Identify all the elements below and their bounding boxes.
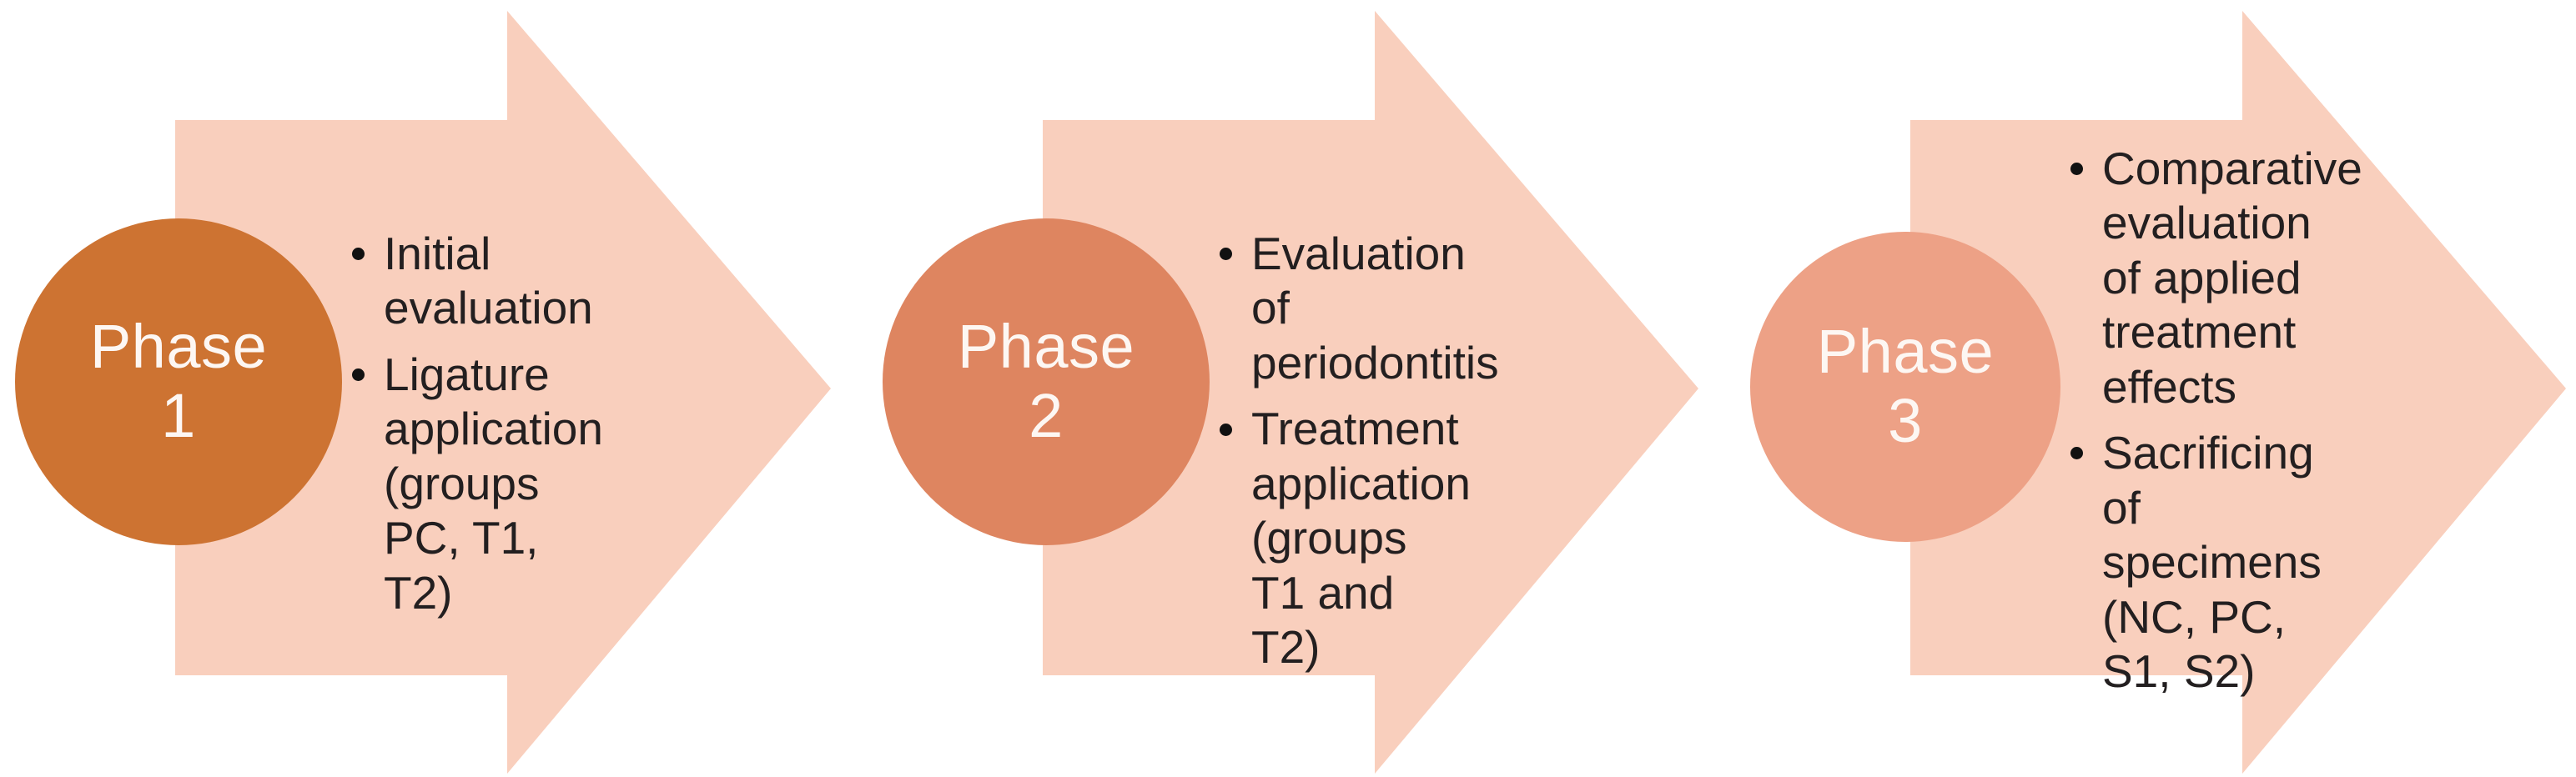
phase-group-1: Phase 1 Initial evaluation Ligature appl… bbox=[0, 0, 868, 777]
phase-3-bullet-list: Comparative evaluation of applied treatm… bbox=[2069, 142, 2362, 699]
phase-circle-2[interactable]: Phase 2 bbox=[883, 218, 1210, 545]
phase-2-bullet-0: Evaluation of periodontitis bbox=[1251, 228, 1499, 388]
phase-group-2: Phase 2 Evaluation of periodontitis Trea… bbox=[868, 0, 1735, 777]
phase-1-bullet-1: Ligature application (groups PC, T1, T2) bbox=[384, 348, 603, 619]
bullet-icon bbox=[1220, 423, 1232, 436]
arrow-shape-3 bbox=[1910, 11, 2566, 774]
phase-circle-2-word: Phase bbox=[957, 312, 1135, 382]
phase-circle-1-word: Phase bbox=[89, 312, 268, 382]
list-item: Comparative evaluation of applied treatm… bbox=[2069, 142, 2362, 414]
phase-3-bullet-0: Comparative evaluation of applied treatm… bbox=[2102, 143, 2362, 413]
list-item: Sacrificing of specimens (NC, PC, S1, S2… bbox=[2069, 426, 2327, 699]
phase-circle-2-number: 2 bbox=[1029, 381, 1064, 450]
phase-circle-3-word: Phase bbox=[1816, 317, 1995, 387]
phase-2-bullet-list: Evaluation of periodontitis Treatment ap… bbox=[1218, 227, 1499, 675]
phase-1-bullet-0: Initial evaluation bbox=[384, 228, 593, 334]
phase-3-bullet-1: Sacrificing of specimens (NC, PC, S1, S2… bbox=[2102, 427, 2322, 697]
list-item: Initial evaluation bbox=[350, 227, 593, 336]
phase-2-bullet-1: Treatment application (groups T1 and T2) bbox=[1251, 403, 1471, 674]
list-item: Evaluation of periodontitis bbox=[1218, 227, 1499, 390]
phase-circle-3-number: 3 bbox=[1888, 386, 1923, 455]
list-item: Ligature application (groups PC, T1, T2) bbox=[350, 348, 603, 620]
phase-circle-3[interactable]: Phase 3 bbox=[1750, 232, 2060, 542]
bullet-icon bbox=[1220, 248, 1232, 261]
phase-circle-1-number: 1 bbox=[161, 381, 196, 450]
bullet-icon bbox=[2070, 163, 2083, 176]
list-item: Treatment application (groups T1 and T2) bbox=[1218, 402, 1471, 674]
arrow-shape-2 bbox=[1043, 11, 1698, 774]
phase-group-3: Phase 3 Comparative evaluation of applie… bbox=[1735, 0, 2576, 777]
arrow-shape-1 bbox=[175, 11, 831, 774]
phase-circle-1[interactable]: Phase 1 bbox=[15, 218, 342, 545]
bullet-icon bbox=[352, 248, 365, 261]
bullet-icon bbox=[352, 368, 365, 382]
phase-1-bullet-list: Initial evaluation Ligature application … bbox=[350, 227, 603, 620]
bullet-icon bbox=[2070, 447, 2083, 460]
